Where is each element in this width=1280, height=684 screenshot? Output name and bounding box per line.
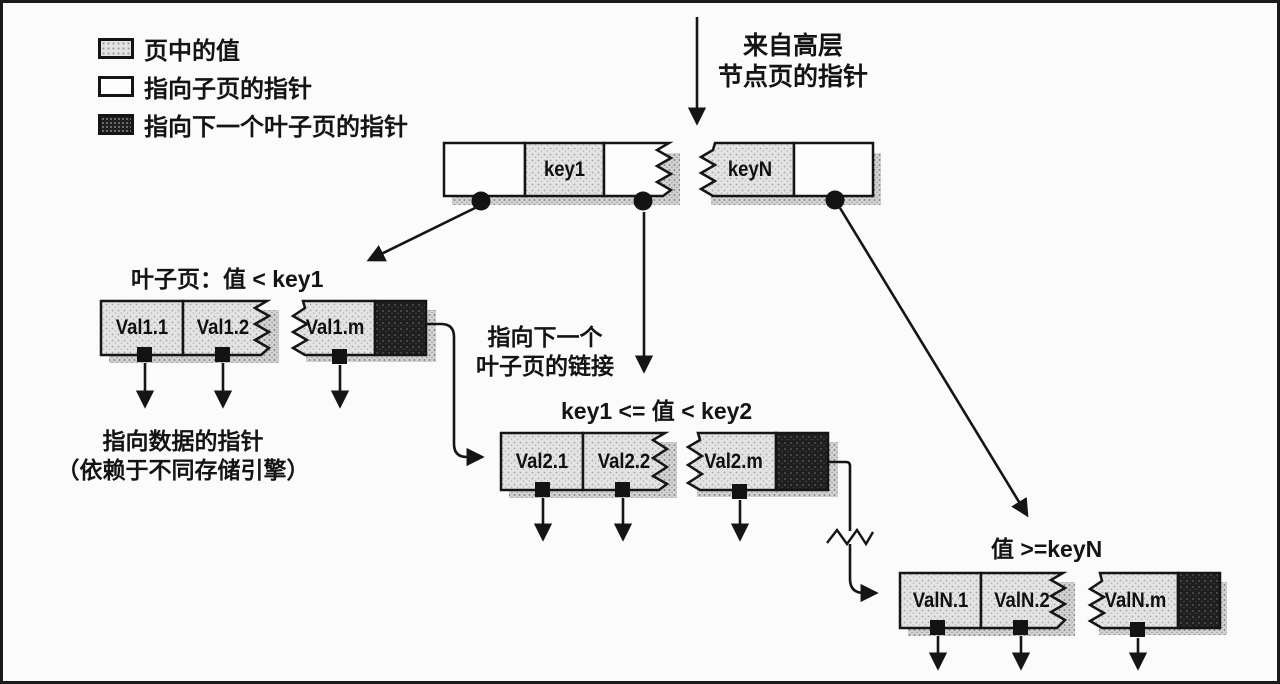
pointer3-to-leaf3-arrow [838, 207, 1029, 518]
leaf2-next-pointer-cell [774, 431, 830, 492]
legend-item-child-pointer: 指向子页的指针 [98, 69, 312, 104]
root-pointer-cell-2-torn [602, 141, 674, 198]
leaf1-val1-cell [99, 299, 185, 357]
leaf3-val1-cell [898, 571, 983, 630]
legend-item-value: 页中的值 [98, 31, 240, 66]
root-key1-cell [523, 141, 606, 198]
pointer-dot-2 [633, 191, 653, 211]
leaf2-valm-cell-torn [685, 431, 778, 492]
arrows [135, 17, 1148, 671]
leaf-page-3 [898, 571, 1222, 630]
diagram-drawing-layer [99, 17, 1227, 671]
legend-item-label: 指向下一个叶子页的指针 [144, 114, 408, 141]
leaf3-val2-cell-torn [979, 571, 1068, 630]
leaf1-next-pointer-cell [373, 299, 428, 357]
pointer1-to-leaf1-arrow [366, 206, 476, 262]
child-page-pointer-swatch-icon [98, 76, 134, 97]
value-cell-swatch-icon [98, 38, 134, 59]
root-pointer-cell-3 [792, 141, 875, 198]
leaf1-valm-cell-torn [290, 299, 377, 357]
page-shadows [109, 153, 1227, 636]
root-keyN-cell-torn [698, 141, 796, 198]
leaf3-valm-cell-torn [1087, 571, 1180, 630]
pointer-dot-1 [471, 191, 491, 211]
next-leaf-pointer-swatch-icon [98, 114, 134, 135]
pointer-dot-3 [825, 190, 845, 210]
root-pointer-cell-1 [442, 141, 527, 198]
leaf1-val2-cell-torn [181, 299, 272, 357]
leaf2-val2-cell-torn [581, 431, 670, 492]
link-break-squiggle [826, 527, 875, 547]
leaf-page-2 [499, 431, 830, 492]
leaf3-next-pointer-cell [1176, 571, 1222, 630]
root-pointer-dots [471, 190, 845, 211]
leaf1-to-leaf2-link-arrow [426, 322, 485, 467]
leaf2-val1-cell [499, 431, 585, 492]
legend-item-label: 页中的值 [144, 38, 240, 65]
legend-item-label: 指向子页的指针 [144, 76, 312, 103]
leaf-page-1 [99, 299, 428, 357]
legend-item-next-leaf-pointer: 指向下一个叶子页的指针 [98, 107, 408, 142]
leaf2-to-leaf3-link-arrow [828, 460, 879, 603]
record-anchor-squares [137, 347, 1145, 637]
root-node-page [442, 141, 875, 198]
